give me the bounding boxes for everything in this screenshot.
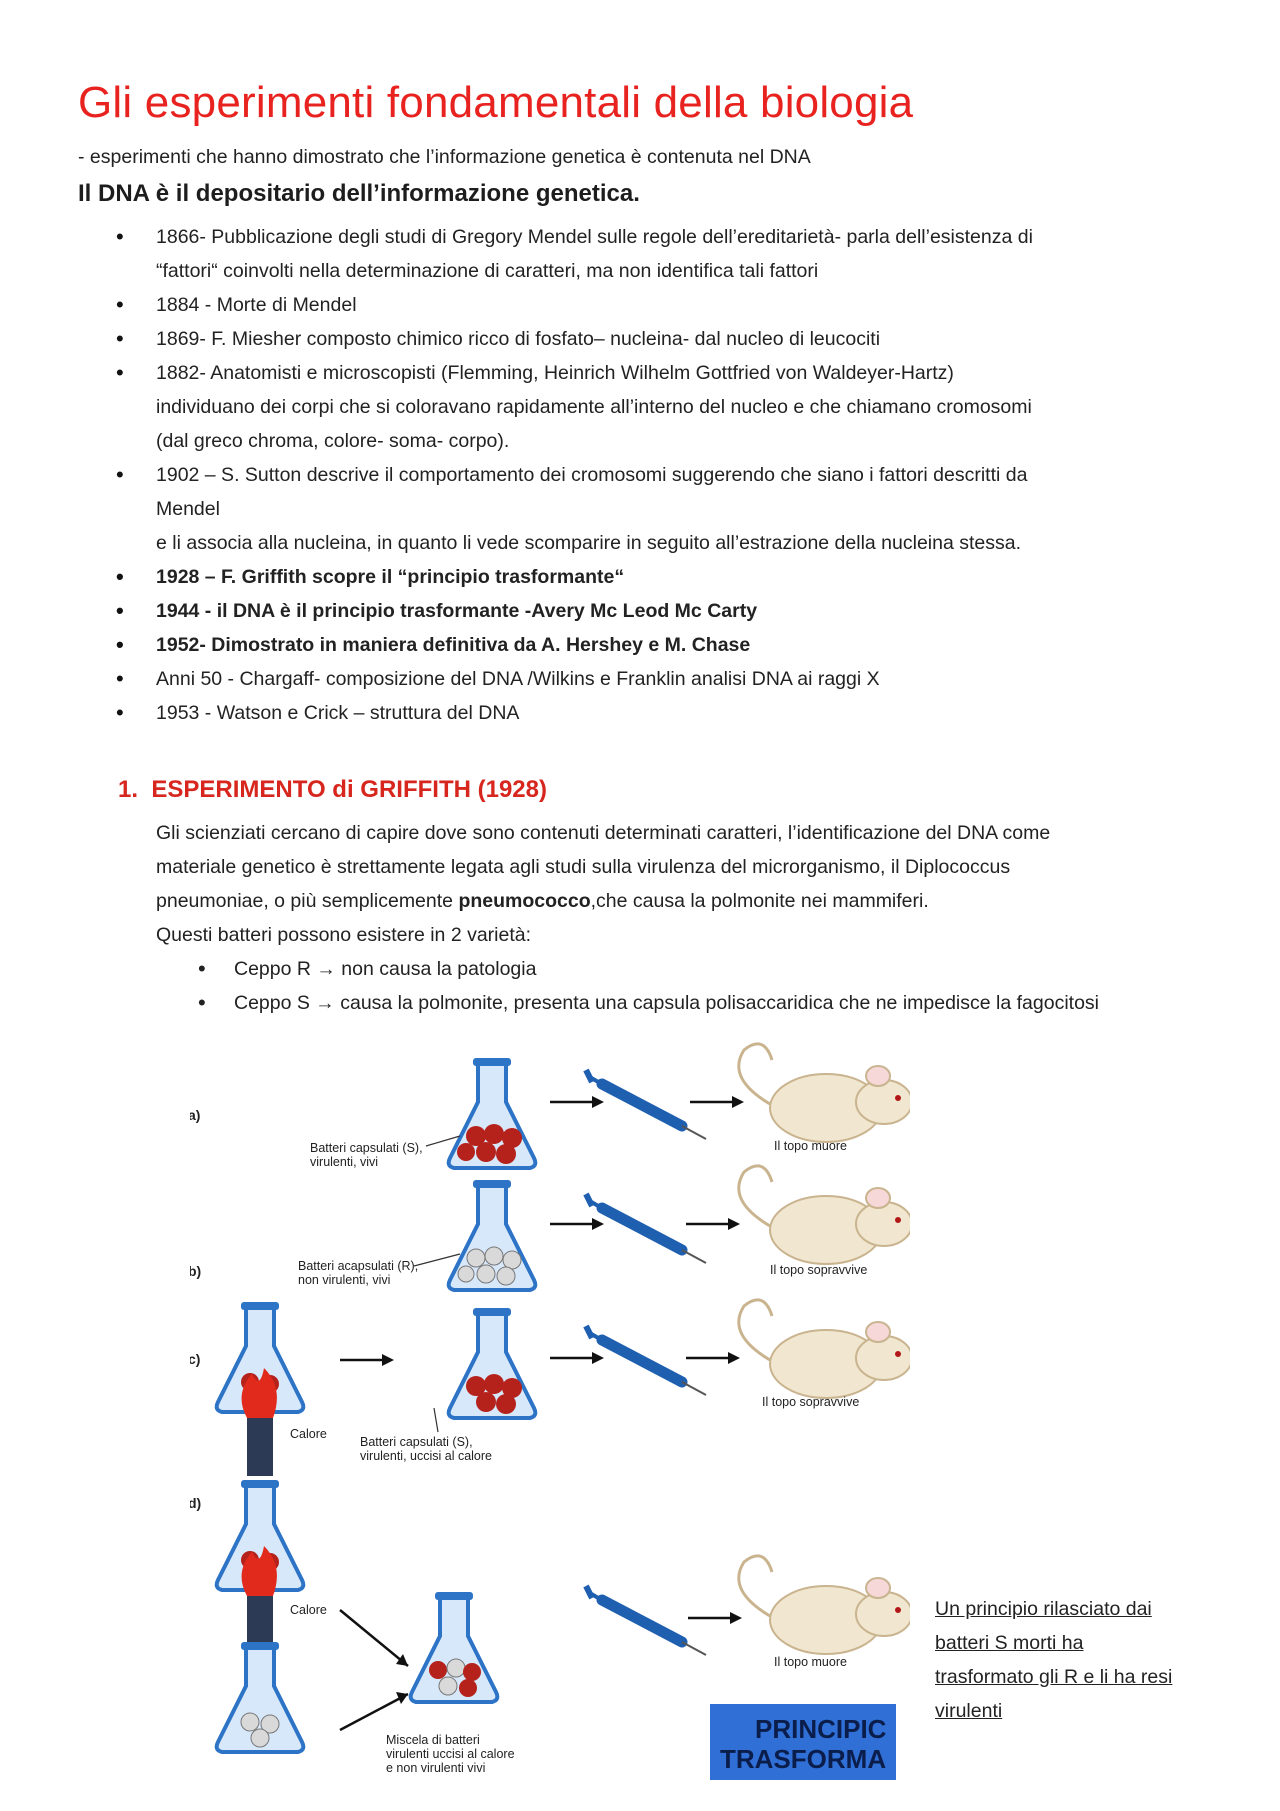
conclusion-text: Un principio rilasciato dai batteri S mo… xyxy=(935,1592,1225,1728)
timeline-text: 1928 – F. Griffith scopre il “principio … xyxy=(156,566,625,588)
paragraph-line: pneumoniae, o più semplicemente xyxy=(156,890,459,912)
timeline-text: “fattori“ coinvolti nella determinazione… xyxy=(156,260,819,282)
caption-b-2: non virulenti, vivi xyxy=(298,1273,390,1287)
paragraph-line: materiale genetico è strettamente legata… xyxy=(156,856,1011,878)
caption-b-1: Batteri acapsulati (R), xyxy=(298,1259,418,1273)
result-d: Il topo muore xyxy=(774,1655,847,1669)
timeline-item: 1882- Anatomisti e microscopisti (Flemmi… xyxy=(112,356,1172,458)
timeline-item: 1952- Dimostrato in maniera definitiva d… xyxy=(112,628,1172,662)
strain-list: Ceppo R → non causa la patologia Ceppo S… xyxy=(198,952,1099,1020)
timeline-item: Anni 50 - Chargaff- composizione del DNA… xyxy=(112,662,1172,696)
timeline-text: (dal greco chroma, colore- soma- corpo). xyxy=(156,430,510,452)
timeline-list: 1866- Pubblicazione degli studi di Grego… xyxy=(112,220,1172,730)
banner-line-2: TRASFORMA xyxy=(720,1744,886,1774)
timeline-item: 1944 - il DNA è il principio trasformant… xyxy=(112,594,1172,628)
conclusion-line: Un principio rilasciato dai xyxy=(935,1598,1152,1620)
result-c: Il topo sopravvive xyxy=(762,1395,859,1409)
timeline-item: 1869- F. Miesher composto chimico ricco … xyxy=(112,322,1172,356)
caption-a-1: Batteri capsulati (S), xyxy=(310,1141,423,1155)
timeline-text: individuano dei corpi che si coloravano … xyxy=(156,396,1032,418)
caption-c-1: Batteri capsulati (S), xyxy=(360,1435,473,1449)
section-heading: Il DNA è il depositario dell’informazion… xyxy=(78,180,640,207)
heat-label-d: Calore xyxy=(290,1603,327,1617)
result-a: Il topo muore xyxy=(774,1139,847,1153)
conclusion-line: virulenti xyxy=(935,1700,1003,1722)
timeline-text: 1884 - Morte di Mendel xyxy=(156,294,357,316)
banner-line-1: PRINCIPIC xyxy=(755,1714,887,1744)
paragraph-line: Questi batteri possono esistere in 2 var… xyxy=(156,924,532,946)
row-label-a: a) xyxy=(190,1107,200,1123)
timeline-text: 1866- Pubblicazione degli studi di Grego… xyxy=(156,226,1033,248)
row-label-d: d) xyxy=(190,1495,201,1511)
heat-label-c: Calore xyxy=(290,1427,327,1441)
timeline-text: 1952- Dimostrato in maniera definitiva d… xyxy=(156,634,751,656)
timeline-text: 1882- Anatomisti e microscopisti (Flemmi… xyxy=(156,362,954,384)
page-subtitle: - esperimenti che hanno dimostrato che l… xyxy=(78,146,811,168)
caption-a-2: virulenti, vivi xyxy=(310,1155,378,1169)
row-label-c: c) xyxy=(190,1351,200,1367)
timeline-text: 1902 – S. Sutton descrive il comportamen… xyxy=(156,464,1028,486)
conclusion-line: batteri S morti ha xyxy=(935,1632,1084,1654)
timeline-text: 1869- F. Miesher composto chimico ricco … xyxy=(156,328,881,350)
caption-d-2: virulenti uccisi al calore xyxy=(386,1747,515,1761)
timeline-text: e li associa alla nucleina, in quanto li… xyxy=(156,532,1021,554)
timeline-item: 1902 – S. Sutton descrive il comportamen… xyxy=(112,458,1172,560)
timeline-text: 1944 - il DNA è il principio trasformant… xyxy=(156,600,758,622)
section-number: 1. xyxy=(118,776,139,803)
paragraph-line: Gli scienziati cercano di capire dove so… xyxy=(156,822,1051,844)
timeline-item: 1928 – F. Griffith scopre il “principio … xyxy=(112,560,1172,594)
timeline-text: Mendel xyxy=(156,498,220,520)
timeline-item: 1953 - Watson e Crick – struttura del DN… xyxy=(112,696,1172,730)
griffith-experiment-figure: a) Batteri capsulati (S), virulenti, viv… xyxy=(190,1042,910,1780)
row-label-b: b) xyxy=(190,1263,201,1279)
bold-term: pneumococco xyxy=(458,890,591,912)
griffith-section-title: 1. ESPERIMENTO di GRIFFITH (1928) xyxy=(118,776,547,804)
caption-d-1: Miscela di batteri xyxy=(386,1733,480,1747)
timeline-item: 1866- Pubblicazione degli studi di Grego… xyxy=(112,220,1172,288)
conclusion-line: trasformato gli R e li ha resi xyxy=(935,1666,1173,1688)
strain-item: Ceppo R → non causa la patologia xyxy=(198,952,1099,986)
timeline-text: Anni 50 - Chargaff- composizione del DNA… xyxy=(156,668,880,690)
timeline-text: 1953 - Watson e Crick – struttura del DN… xyxy=(156,702,520,724)
page-title: Gli esperimenti fondamentali della biolo… xyxy=(78,78,914,127)
caption-c-2: virulenti, uccisi al calore xyxy=(360,1449,492,1463)
principio-banner xyxy=(710,1704,896,1780)
timeline-item: 1884 - Morte di Mendel xyxy=(112,288,1172,322)
result-b: Il topo sopravvive xyxy=(770,1263,867,1277)
strain-item: Ceppo S → causa la polmonite, presenta u… xyxy=(198,986,1099,1020)
section-title: ESPERIMENTO di GRIFFITH (1928) xyxy=(151,776,547,803)
griffith-paragraph: Gli scienziati cercano di capire dove so… xyxy=(156,816,1186,952)
paragraph-line: ,che causa la polmonite nei mammiferi. xyxy=(590,890,929,912)
caption-d-3: e non virulenti vivi xyxy=(386,1761,485,1775)
